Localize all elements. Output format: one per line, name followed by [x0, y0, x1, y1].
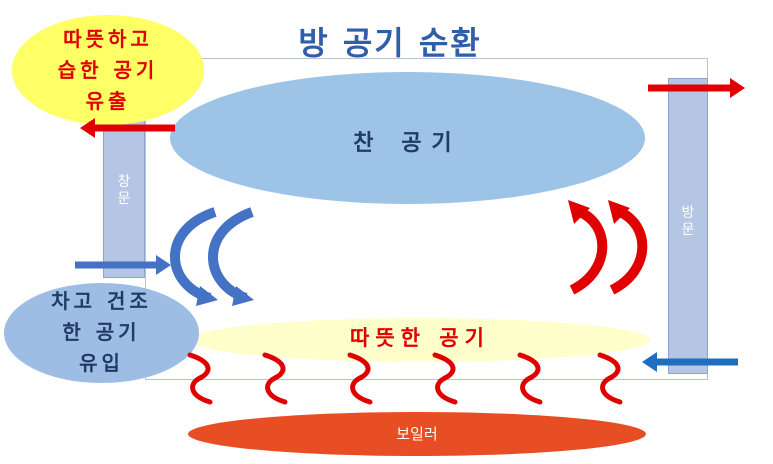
inflow-bubble — [4, 283, 199, 383]
inflow-line-1: 차고 건조 — [51, 289, 152, 313]
boiler-ellipse — [188, 412, 646, 456]
warm-air-label: 따뜻한 공기 — [350, 326, 490, 350]
door-label-line-1: 방 — [681, 205, 695, 221]
outflow-bubble — [12, 15, 204, 125]
inflow-line-3: 유입 — [79, 351, 124, 375]
heat-wave-icons — [187, 352, 623, 405]
inflow-label: 차고 건조 한 공기 유입 — [4, 286, 199, 379]
warm-rise-arrow-icon-2 — [608, 200, 648, 295]
outflow-label: 따뜻하고 습한 공기 유출 — [12, 24, 204, 117]
outflow-line-1: 따뜻하고 — [63, 27, 153, 51]
warm-rise-arrow-icon — [568, 200, 608, 295]
door-label-line-2: 문 — [681, 222, 695, 238]
door-inflow-arrow-icon — [642, 352, 738, 372]
cold-air-label: 찬 공기 — [353, 131, 462, 156]
inflow-arrow-icon — [75, 255, 171, 275]
door-label: 방 문 — [669, 205, 707, 239]
heat-wave-icon-4 — [432, 352, 458, 405]
inflow-line-2: 한 공기 — [62, 320, 141, 344]
heat-wave-icon-3 — [347, 352, 373, 405]
door-outflow-arrow-icon — [648, 78, 745, 98]
outflow-line-2: 습한 공기 — [57, 58, 159, 82]
window-label-line-2: 문 — [117, 191, 131, 207]
cold-descend-arrow-icon — [170, 207, 218, 306]
outflow-arrow-icon — [80, 118, 175, 138]
heat-wave-icon-2 — [262, 352, 288, 405]
outflow-line-3: 유출 — [85, 89, 131, 113]
cold-air-zone — [170, 72, 645, 204]
heat-wave-icon-6 — [597, 352, 623, 405]
door: 방 문 — [668, 78, 708, 374]
window-label: 창 문 — [104, 174, 144, 208]
cold-descend-arrow-icon-2 — [208, 207, 254, 306]
heat-wave-icon-5 — [517, 352, 543, 405]
heat-wave-icon-1 — [187, 352, 213, 405]
diagram-title: 방 공기 순환 — [298, 24, 482, 62]
boiler-label: 보일러 — [396, 425, 438, 443]
window-label-line-1: 창 — [117, 174, 131, 190]
